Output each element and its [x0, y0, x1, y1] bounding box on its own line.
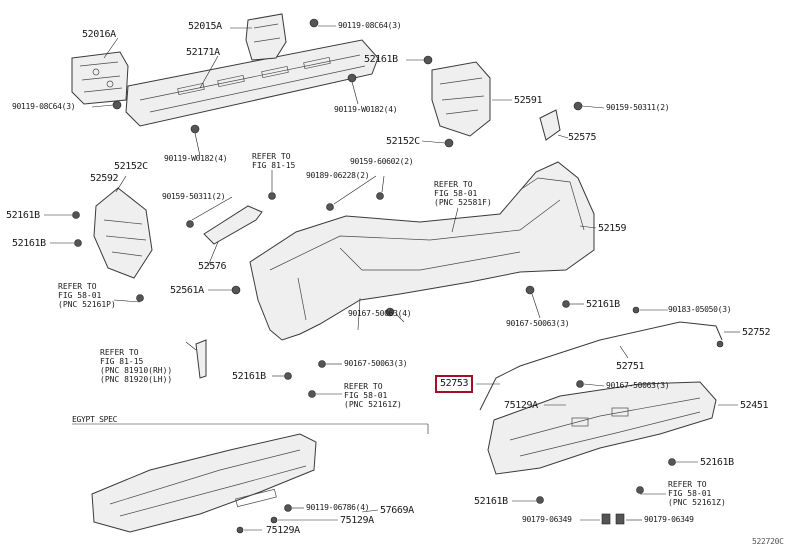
- part-label[interactable]: 57669A: [380, 505, 414, 516]
- bolts-top: [112, 18, 583, 148]
- lower-garnish-52451: [487, 381, 717, 475]
- reference-note[interactable]: REFER TO FIG 81-15: [252, 152, 296, 170]
- part-label[interactable]: 52161B: [700, 457, 734, 468]
- part-label[interactable]: 52161B: [364, 54, 398, 65]
- part-label[interactable]: 52591: [514, 95, 543, 106]
- part-label[interactable]: 52451: [740, 400, 769, 411]
- part-label[interactable]: 52161B: [474, 496, 508, 507]
- retainer-52591: [431, 61, 491, 137]
- part-label[interactable]: 75129A: [504, 400, 538, 411]
- fastener-label[interactable]: 90159-50311(2): [606, 103, 670, 112]
- fastener-label[interactable]: 90159-50311(2): [162, 192, 226, 201]
- part-label[interactable]: 52152C: [386, 136, 420, 147]
- part-label[interactable]: 52016A: [82, 29, 116, 40]
- fastener-label[interactable]: 90167-50063(4): [348, 309, 412, 318]
- reference-note[interactable]: REFER TO FIG 81-15 (PNC 81910(RH)) (PNC …: [100, 348, 173, 384]
- part-label[interactable]: 52171A: [186, 47, 220, 58]
- part-label[interactable]: 52159: [598, 223, 627, 234]
- bumper-cover-52159: [249, 161, 595, 341]
- bumper-reinforcement: [125, 39, 379, 127]
- fastener-label[interactable]: 90119-06786(4): [306, 503, 370, 512]
- retainer-52592: [93, 187, 153, 279]
- fastener-label[interactable]: 90119-W0182(4): [334, 105, 398, 114]
- fastener-label[interactable]: 90119-08C64(3): [338, 21, 402, 30]
- part-label[interactable]: 75129A: [266, 525, 300, 536]
- fastener-label[interactable]: 90189-06228(2): [306, 171, 370, 180]
- fasteners: [72, 192, 676, 534]
- part-label[interactable]: 52161B: [6, 210, 40, 221]
- bracket-52015a: [245, 13, 287, 61]
- fastener-label[interactable]: 90179-06349: [522, 515, 572, 524]
- part-label[interactable]: 52152C: [114, 161, 148, 172]
- fastener-label[interactable]: 90119-W0182(4): [164, 154, 228, 163]
- diagram-code: 522720C: [752, 537, 784, 546]
- reference-note[interactable]: REFER TO FIG 58-01 (PNC 52161Z): [344, 382, 402, 409]
- part-label[interactable]: 52161B: [586, 299, 620, 310]
- highlighted-part-label[interactable]: 52753: [434, 375, 474, 393]
- section-title: EGYPT SPEC: [72, 415, 118, 424]
- bracket-52016a: [71, 51, 129, 105]
- part-label[interactable]: 52015A: [188, 21, 222, 32]
- fastener-label[interactable]: 90179-06349: [644, 515, 694, 524]
- part-label[interactable]: 75129A: [340, 515, 374, 526]
- wire-harness: [479, 321, 723, 411]
- clip-52575: [539, 109, 561, 141]
- part-label[interactable]: 52161B: [12, 238, 46, 249]
- reference-note[interactable]: REFER TO FIG 58-01 (PNC 52581F): [434, 180, 492, 207]
- fastener-label[interactable]: 90167-50063(3): [606, 381, 670, 390]
- part-label[interactable]: 52752: [742, 327, 771, 338]
- fastener-label[interactable]: 90167-50063(3): [506, 319, 570, 328]
- fastener-label[interactable]: 90119-08C64(3): [12, 102, 76, 111]
- part-label[interactable]: 52561A: [170, 285, 204, 296]
- part-label[interactable]: 52751: [616, 361, 645, 372]
- part-label[interactable]: 52575: [568, 132, 597, 143]
- reference-note[interactable]: REFER TO FIG 58-01 (PNC 52161P): [58, 282, 116, 309]
- leader-lines: [44, 25, 740, 531]
- part-label[interactable]: 52161B: [232, 371, 266, 382]
- part-label[interactable]: 52576: [198, 261, 227, 272]
- fastener-label[interactable]: 90183-05050(3): [668, 305, 732, 314]
- fastener-label[interactable]: 90167-50063(3): [344, 359, 408, 368]
- fastener-label[interactable]: 90159-60602(2): [350, 157, 414, 166]
- reference-note[interactable]: REFER TO FIG 58-01 (PNC 52161Z): [668, 480, 726, 507]
- part-label[interactable]: 52592: [90, 173, 119, 184]
- bracket-52576: [203, 205, 263, 245]
- egypt-spec-box: [72, 423, 429, 533]
